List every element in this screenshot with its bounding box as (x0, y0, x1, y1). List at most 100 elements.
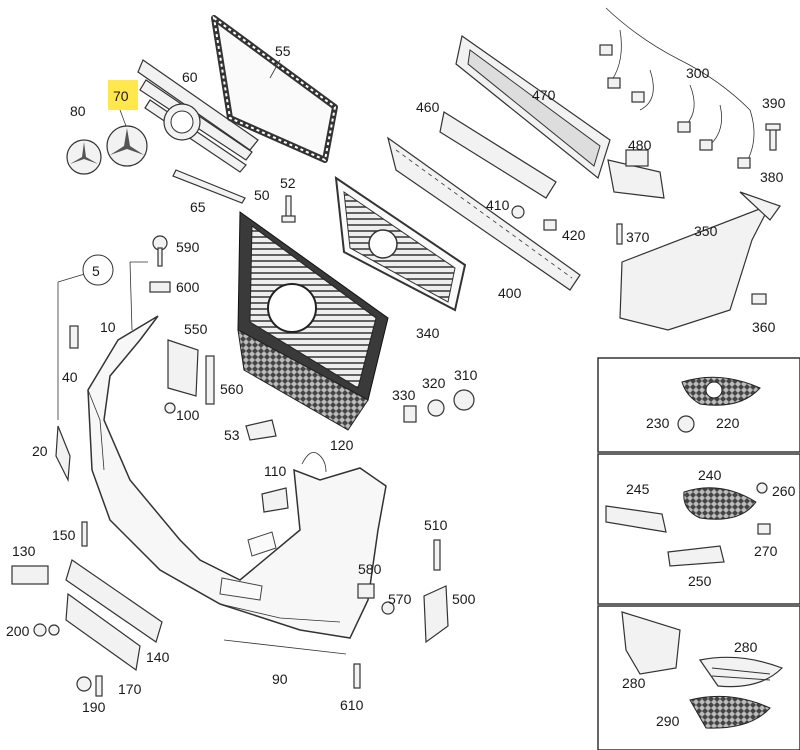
ring-320[interactable] (427, 399, 445, 417)
license-plate-140[interactable] (65, 559, 163, 672)
trim-strip-65[interactable] (172, 169, 246, 204)
label-270[interactable]: 270 (754, 543, 778, 559)
label-55[interactable]: 55 (275, 43, 291, 59)
label-200[interactable]: 200 (6, 623, 30, 639)
label-400[interactable]: 400 (498, 285, 522, 301)
label-65[interactable]: 65 (190, 199, 206, 215)
radiator-grille-50[interactable] (237, 211, 389, 431)
cover-110[interactable] (261, 487, 289, 513)
bolt-570[interactable] (381, 601, 395, 615)
label-560[interactable]: 560 (220, 381, 244, 397)
bracket-560[interactable] (205, 355, 215, 405)
label-550[interactable]: 550 (184, 321, 208, 337)
label-510[interactable]: 510 (424, 517, 448, 533)
bumper-carrier-400[interactable] (387, 136, 581, 291)
bolt-410[interactable] (511, 205, 525, 219)
clip-270[interactable] (757, 523, 771, 535)
clip-52[interactable] (281, 195, 296, 223)
label-470[interactable]: 470 (532, 87, 556, 103)
trim-strip-90[interactable] (223, 639, 347, 655)
label-410[interactable]: 410 (486, 197, 510, 213)
clip-600[interactable] (149, 281, 171, 293)
label-570[interactable]: 570 (388, 591, 412, 607)
label-150[interactable]: 150 (52, 527, 76, 543)
clip-580[interactable] (357, 583, 375, 599)
bracket-550[interactable] (167, 339, 199, 397)
grille-280b[interactable] (698, 656, 784, 688)
mesh-290[interactable] (689, 695, 771, 729)
bracket-350[interactable] (619, 191, 781, 331)
label-140[interactable]: 140 (146, 649, 170, 665)
label-70[interactable]: 70 (113, 88, 129, 104)
grommet-200[interactable] (33, 623, 60, 637)
sensor-310[interactable] (453, 389, 475, 411)
fog-light-trim-220[interactable] (681, 376, 761, 406)
screw-260[interactable] (756, 482, 768, 494)
label-245[interactable]: 245 (626, 481, 650, 497)
label-610[interactable]: 610 (340, 697, 364, 713)
label-390[interactable]: 390 (762, 95, 786, 111)
label-500[interactable]: 500 (452, 591, 476, 607)
label-240[interactable]: 240 (698, 467, 722, 483)
label-40[interactable]: 40 (62, 369, 78, 385)
bracket-120[interactable] (301, 451, 327, 473)
bracket-500[interactable] (423, 585, 449, 644)
grille-frame-55[interactable] (211, 15, 338, 163)
label-480[interactable]: 480 (628, 137, 652, 153)
label-310[interactable]: 310 (454, 367, 478, 383)
bolt-390[interactable] (765, 123, 781, 151)
label-100[interactable]: 100 (176, 407, 200, 423)
clip-360[interactable] (751, 293, 767, 305)
grille-340[interactable] (334, 175, 467, 312)
cover-53[interactable] (245, 419, 277, 441)
label-380[interactable]: 380 (760, 169, 784, 185)
bolt-610[interactable] (353, 663, 361, 689)
cover-280a[interactable] (621, 611, 681, 675)
bolt-170[interactable] (95, 675, 103, 697)
clip-100[interactable] (164, 402, 176, 414)
label-90[interactable]: 90 (272, 671, 288, 687)
star-emblem-80[interactable] (66, 139, 102, 175)
ring-230[interactable] (677, 415, 695, 433)
label-53[interactable]: 53 (224, 427, 240, 443)
label-80[interactable]: 80 (70, 103, 86, 119)
clip-420[interactable] (543, 219, 557, 231)
bracket-460[interactable] (439, 111, 557, 199)
trim-20[interactable] (55, 425, 71, 483)
label-5[interactable]: 5 (92, 263, 100, 279)
sensor-330[interactable] (403, 405, 417, 423)
label-220[interactable]: 220 (716, 415, 740, 431)
label-50[interactable]: 50 (254, 187, 270, 203)
label-120[interactable]: 120 (330, 437, 354, 453)
screw-190[interactable] (76, 676, 92, 692)
label-280a[interactable]: 280 (622, 675, 646, 691)
label-340[interactable]: 340 (416, 325, 440, 341)
trim-245[interactable] (605, 505, 667, 533)
bumper-cover-10[interactable] (87, 315, 387, 639)
label-320[interactable]: 320 (422, 375, 446, 391)
wiring-harness-300[interactable] (599, 7, 755, 169)
screw-150[interactable] (81, 521, 88, 547)
grille-bar-60[interactable] (137, 59, 259, 173)
label-170[interactable]: 170 (118, 681, 142, 697)
screw-370[interactable] (616, 223, 623, 245)
label-260[interactable]: 260 (772, 483, 796, 499)
star-emblem-70[interactable] (106, 125, 148, 167)
label-230[interactable]: 230 (646, 415, 670, 431)
label-350[interactable]: 350 (694, 223, 718, 239)
label-460[interactable]: 460 (416, 99, 440, 115)
label-290[interactable]: 290 (656, 713, 680, 729)
label-110[interactable]: 110 (264, 463, 287, 479)
label-360[interactable]: 360 (752, 319, 776, 335)
impact-bar-470[interactable] (455, 34, 611, 180)
lamp-250[interactable] (667, 545, 725, 567)
bolt-510[interactable] (433, 539, 441, 571)
label-280b[interactable]: 280 (734, 639, 758, 655)
grille-insert-240[interactable] (683, 487, 757, 520)
screw-590[interactable] (152, 235, 168, 267)
label-420[interactable]: 420 (562, 227, 586, 243)
bracket-130[interactable] (11, 565, 49, 585)
label-20[interactable]: 20 (32, 443, 48, 459)
label-10[interactable]: 10 (100, 319, 116, 335)
label-60[interactable]: 60 (182, 69, 198, 85)
